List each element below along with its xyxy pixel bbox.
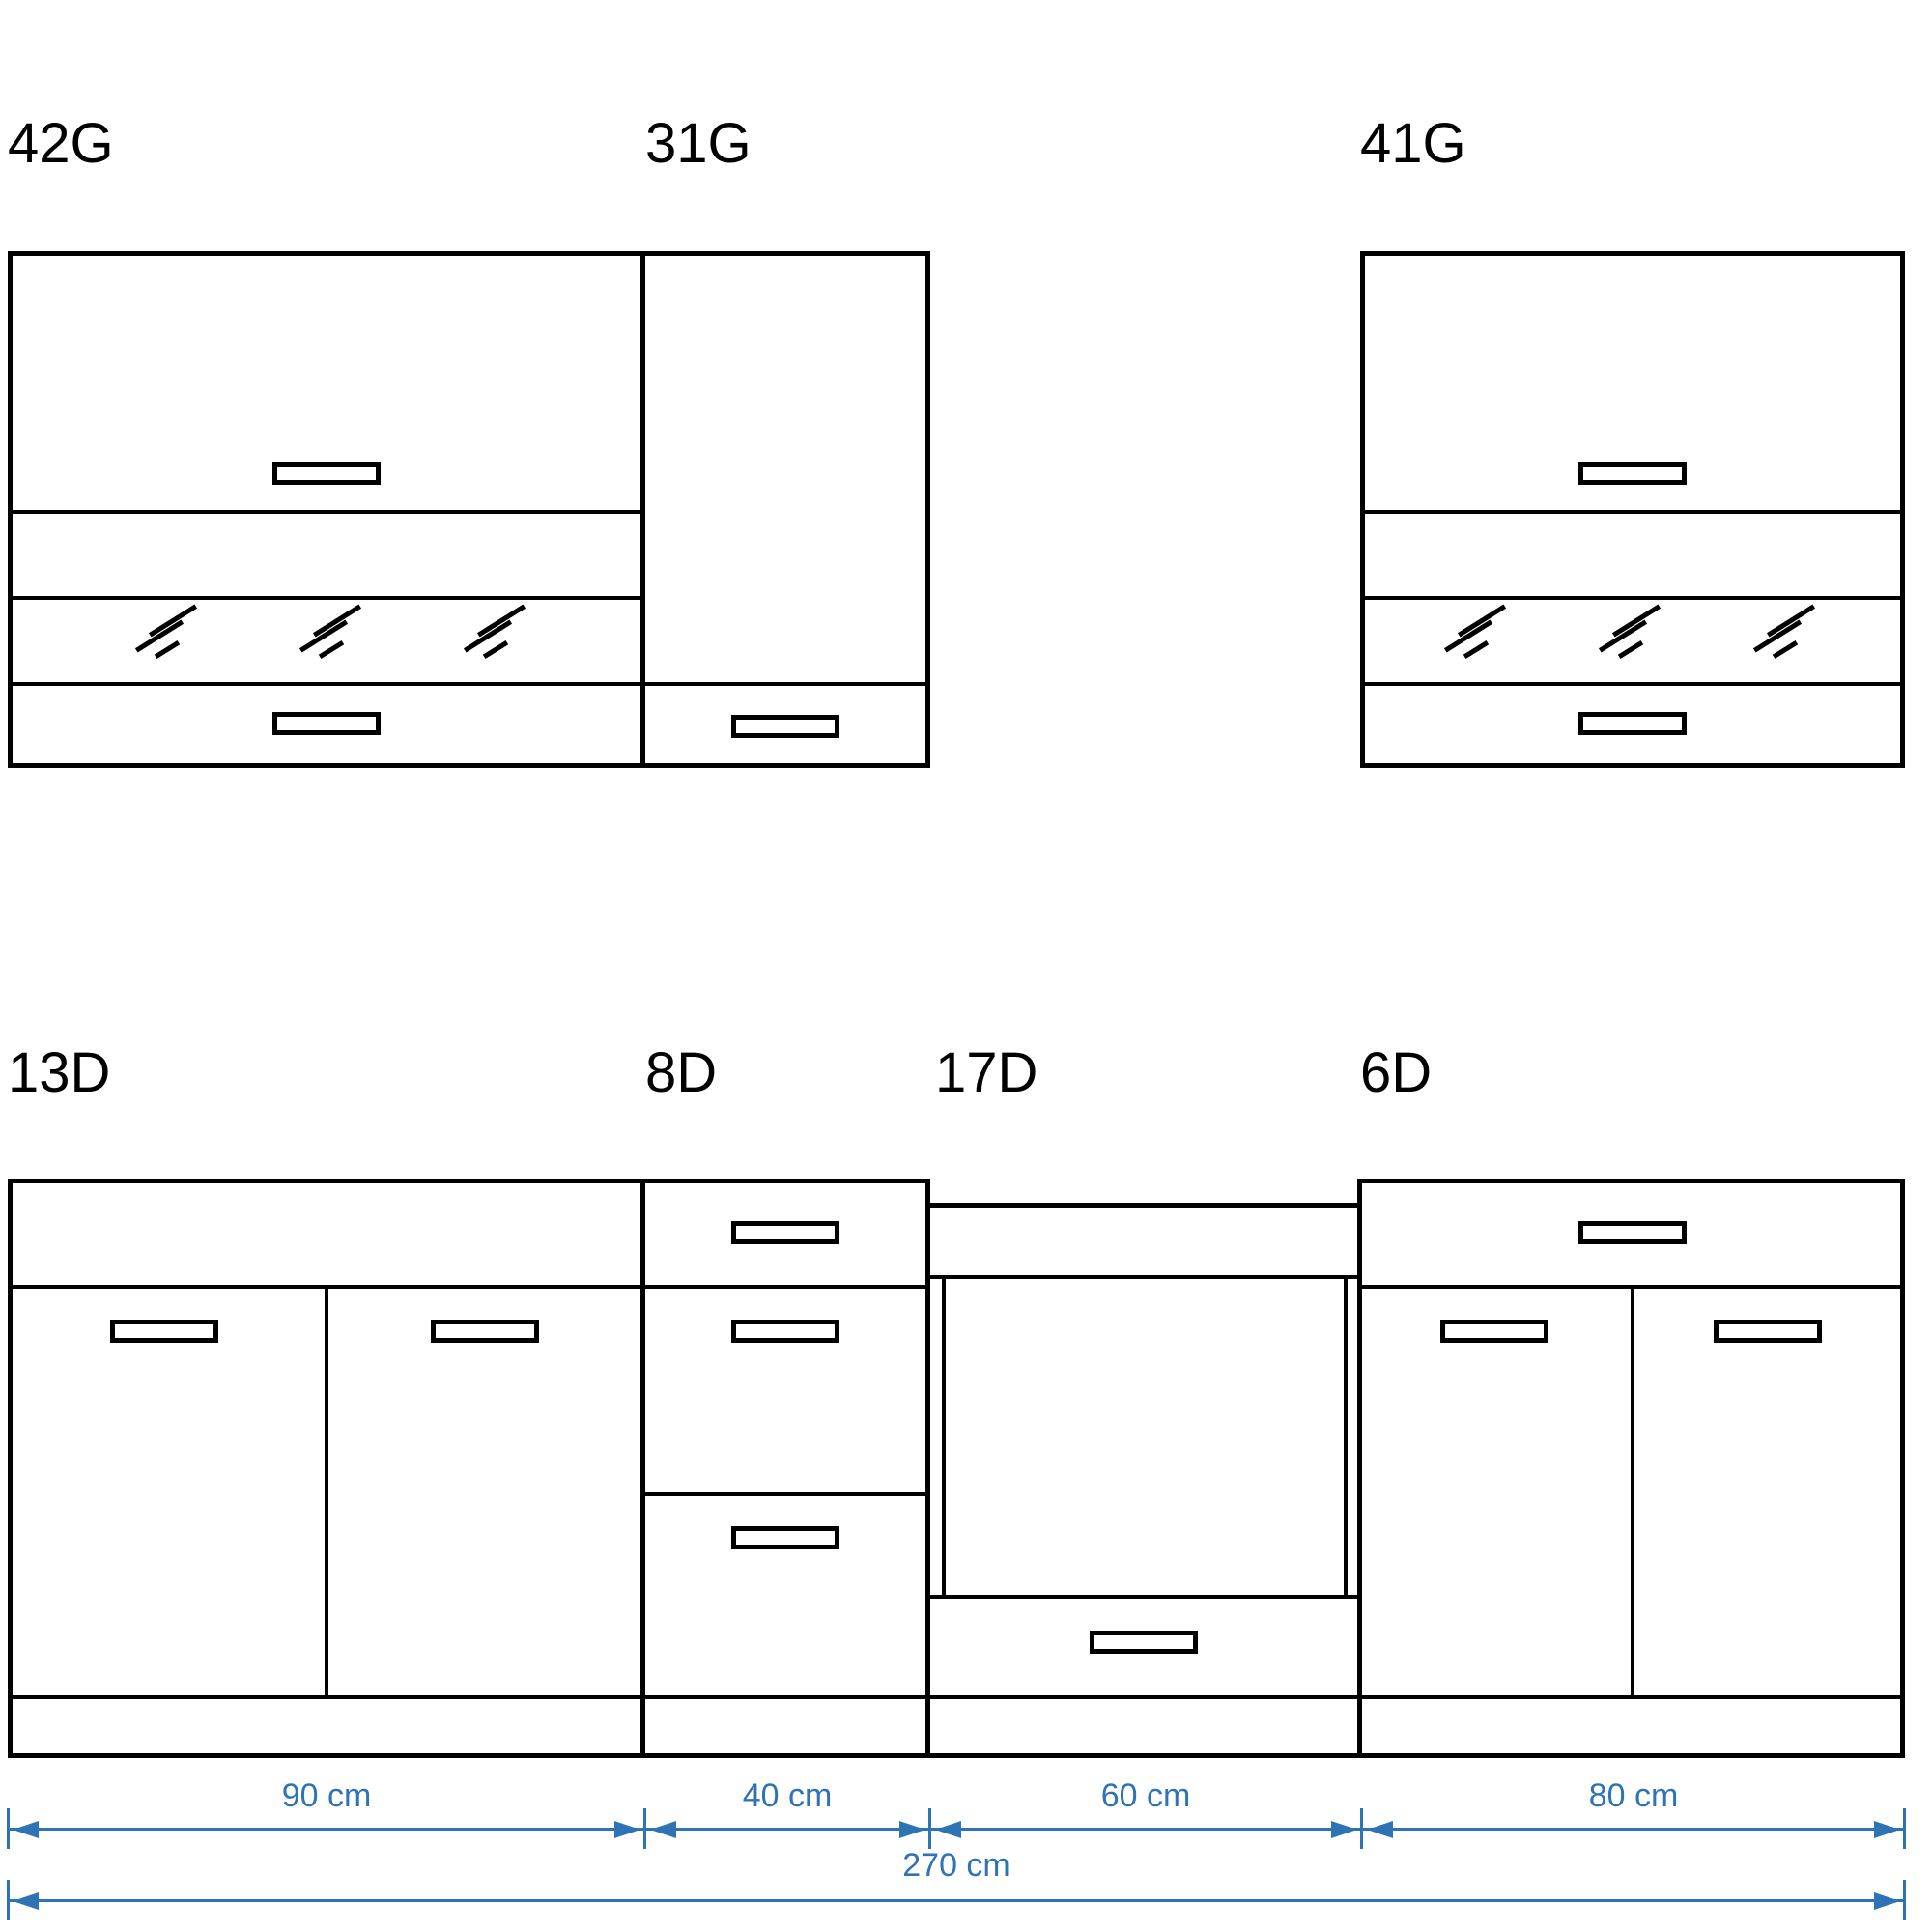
wall-cabinet-41g — [1360, 251, 1905, 768]
door-split-line — [325, 1285, 328, 1699]
base-cabinet-17d-label: 17D — [935, 1041, 1038, 1104]
glass-hatch-mark — [1598, 619, 1648, 653]
glass-hatch-mark — [298, 619, 349, 653]
cabinet-handle — [1578, 462, 1687, 485]
base-cabinet-8d-label: 8D — [645, 1041, 718, 1104]
dimension-tick — [7, 1880, 10, 1920]
panel-divider-line — [1360, 510, 1905, 514]
cabinet-handle — [731, 715, 839, 738]
door-split-line — [1631, 1285, 1634, 1699]
panel-divider-line — [8, 682, 645, 686]
dimension-arrow-icon — [1331, 1821, 1357, 1838]
cabinet-handle — [110, 1320, 218, 1343]
cabinet-handle — [1578, 712, 1687, 735]
wall-cabinet-42g — [8, 251, 645, 768]
total-dimension-line — [8, 1899, 1905, 1902]
drawer-handle — [731, 1526, 839, 1549]
drawer-handle — [1090, 1631, 1198, 1654]
wall-cabinet-42g-label: 42G — [8, 112, 114, 175]
glass-hatch-mark — [482, 639, 509, 660]
dimension-tick — [1903, 1808, 1906, 1849]
dimension-label-60cm: 60 cm — [1100, 1777, 1191, 1814]
dimension-arrow-icon — [899, 1821, 925, 1838]
plinth-line — [640, 1695, 930, 1699]
dimension-label-80cm: 80 cm — [1588, 1777, 1679, 1814]
drawer-divider-line — [640, 1492, 930, 1496]
drawer-divider-line — [925, 1595, 1362, 1599]
panel-divider-line — [8, 596, 645, 600]
dimension-tick — [7, 1808, 10, 1849]
cabinet-handle — [272, 712, 381, 735]
dimension-arrow-icon — [1874, 1892, 1900, 1910]
glass-hatch-mark — [134, 619, 185, 653]
dimension-arrow-icon — [614, 1821, 640, 1838]
glass-hatch-mark — [1772, 639, 1799, 660]
wall-cabinet-31g — [640, 251, 930, 768]
glass-hatch-icon — [459, 604, 540, 661]
glass-hatch-mark — [318, 639, 345, 660]
glass-hatch-mark — [1752, 619, 1803, 653]
total-dimension-label: 270 cm — [902, 1847, 1010, 1884]
drawer-handle — [731, 1320, 839, 1343]
dimension-arrow-icon — [935, 1821, 961, 1838]
glass-hatch-mark — [1443, 619, 1493, 653]
dimension-tick — [1903, 1880, 1906, 1920]
base-cabinet-8d — [640, 1179, 930, 1758]
dimension-arrow-icon — [1874, 1821, 1900, 1838]
panel-divider-line — [1360, 682, 1905, 686]
dimension-arrow-icon — [1367, 1821, 1393, 1838]
glass-hatch-mark — [154, 639, 181, 660]
dimension-label-40cm: 40 cm — [742, 1777, 833, 1814]
base-cabinet-13d-label: 13D — [8, 1041, 111, 1104]
panel-divider-line — [1360, 596, 1905, 600]
panel-divider-line — [640, 682, 930, 686]
glass-hatch-icon — [295, 604, 376, 661]
drawer-handle — [731, 1221, 839, 1244]
appliance-niche — [942, 1275, 1348, 1599]
drawer-handle — [1578, 1221, 1687, 1244]
dimension-tick — [1360, 1808, 1363, 1849]
wall-cabinet-41g-label: 41G — [1360, 112, 1466, 175]
plinth-line — [925, 1695, 1362, 1699]
glass-hatch-icon — [1439, 604, 1520, 661]
dimension-arrow-icon — [13, 1892, 39, 1910]
drawer-divider-line — [640, 1285, 930, 1289]
glass-hatch-mark — [1617, 639, 1644, 660]
dimension-arrow-icon — [13, 1821, 39, 1838]
cabinet-handle — [431, 1320, 539, 1343]
wall-cabinet-31g-label: 31G — [645, 112, 752, 175]
cabinet-handle — [1714, 1320, 1822, 1343]
glass-hatch-icon — [1594, 604, 1675, 661]
panel-divider-line — [8, 510, 645, 514]
glass-hatch-icon — [1748, 604, 1830, 661]
glass-hatch-icon — [130, 604, 212, 661]
cabinet-handle — [1440, 1320, 1548, 1343]
dimension-tick — [643, 1808, 646, 1849]
dimension-arrow-icon — [650, 1821, 676, 1838]
base-cabinet-6d-label: 6D — [1360, 1041, 1433, 1104]
dimension-tick — [928, 1808, 931, 1849]
glass-hatch-mark — [1463, 639, 1490, 660]
cabinet-handle — [272, 462, 381, 485]
dimension-label-90cm: 90 cm — [281, 1777, 372, 1814]
glass-hatch-mark — [463, 619, 513, 653]
